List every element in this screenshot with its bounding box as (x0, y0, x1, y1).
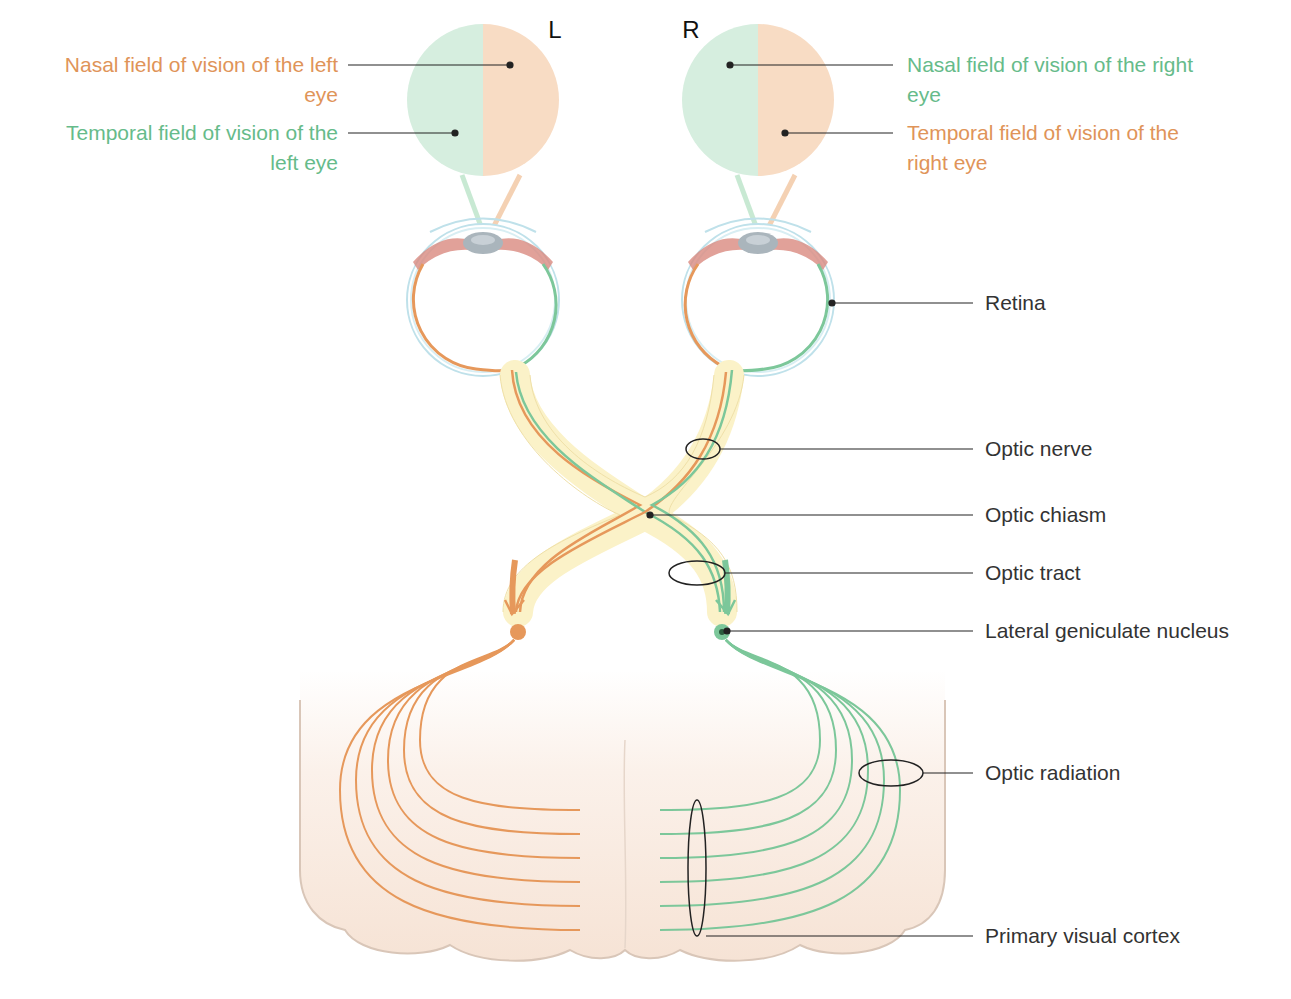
field-label: Temporal field of vision of the left eye (38, 118, 338, 178)
part-label: Optic radiation (985, 758, 1285, 788)
eye-side-label: R (676, 15, 706, 45)
left-eye (407, 219, 559, 377)
part-label: Primary visual cortex (985, 921, 1285, 951)
part-label: Optic chiasm (985, 500, 1285, 530)
field-label: Nasal field of vision of the left eye (38, 50, 338, 110)
eye-side-label: L (540, 15, 570, 45)
field-label: Temporal field of vision of the right ey… (907, 118, 1207, 178)
field-label: Nasal field of vision of the right eye (907, 50, 1207, 110)
part-label: Optic tract (985, 558, 1285, 588)
part-label: Optic nerve (985, 434, 1285, 464)
right-eye (682, 219, 834, 377)
part-label: Retina (985, 288, 1285, 318)
part-label: Lateral geniculate nucleus (985, 616, 1285, 646)
